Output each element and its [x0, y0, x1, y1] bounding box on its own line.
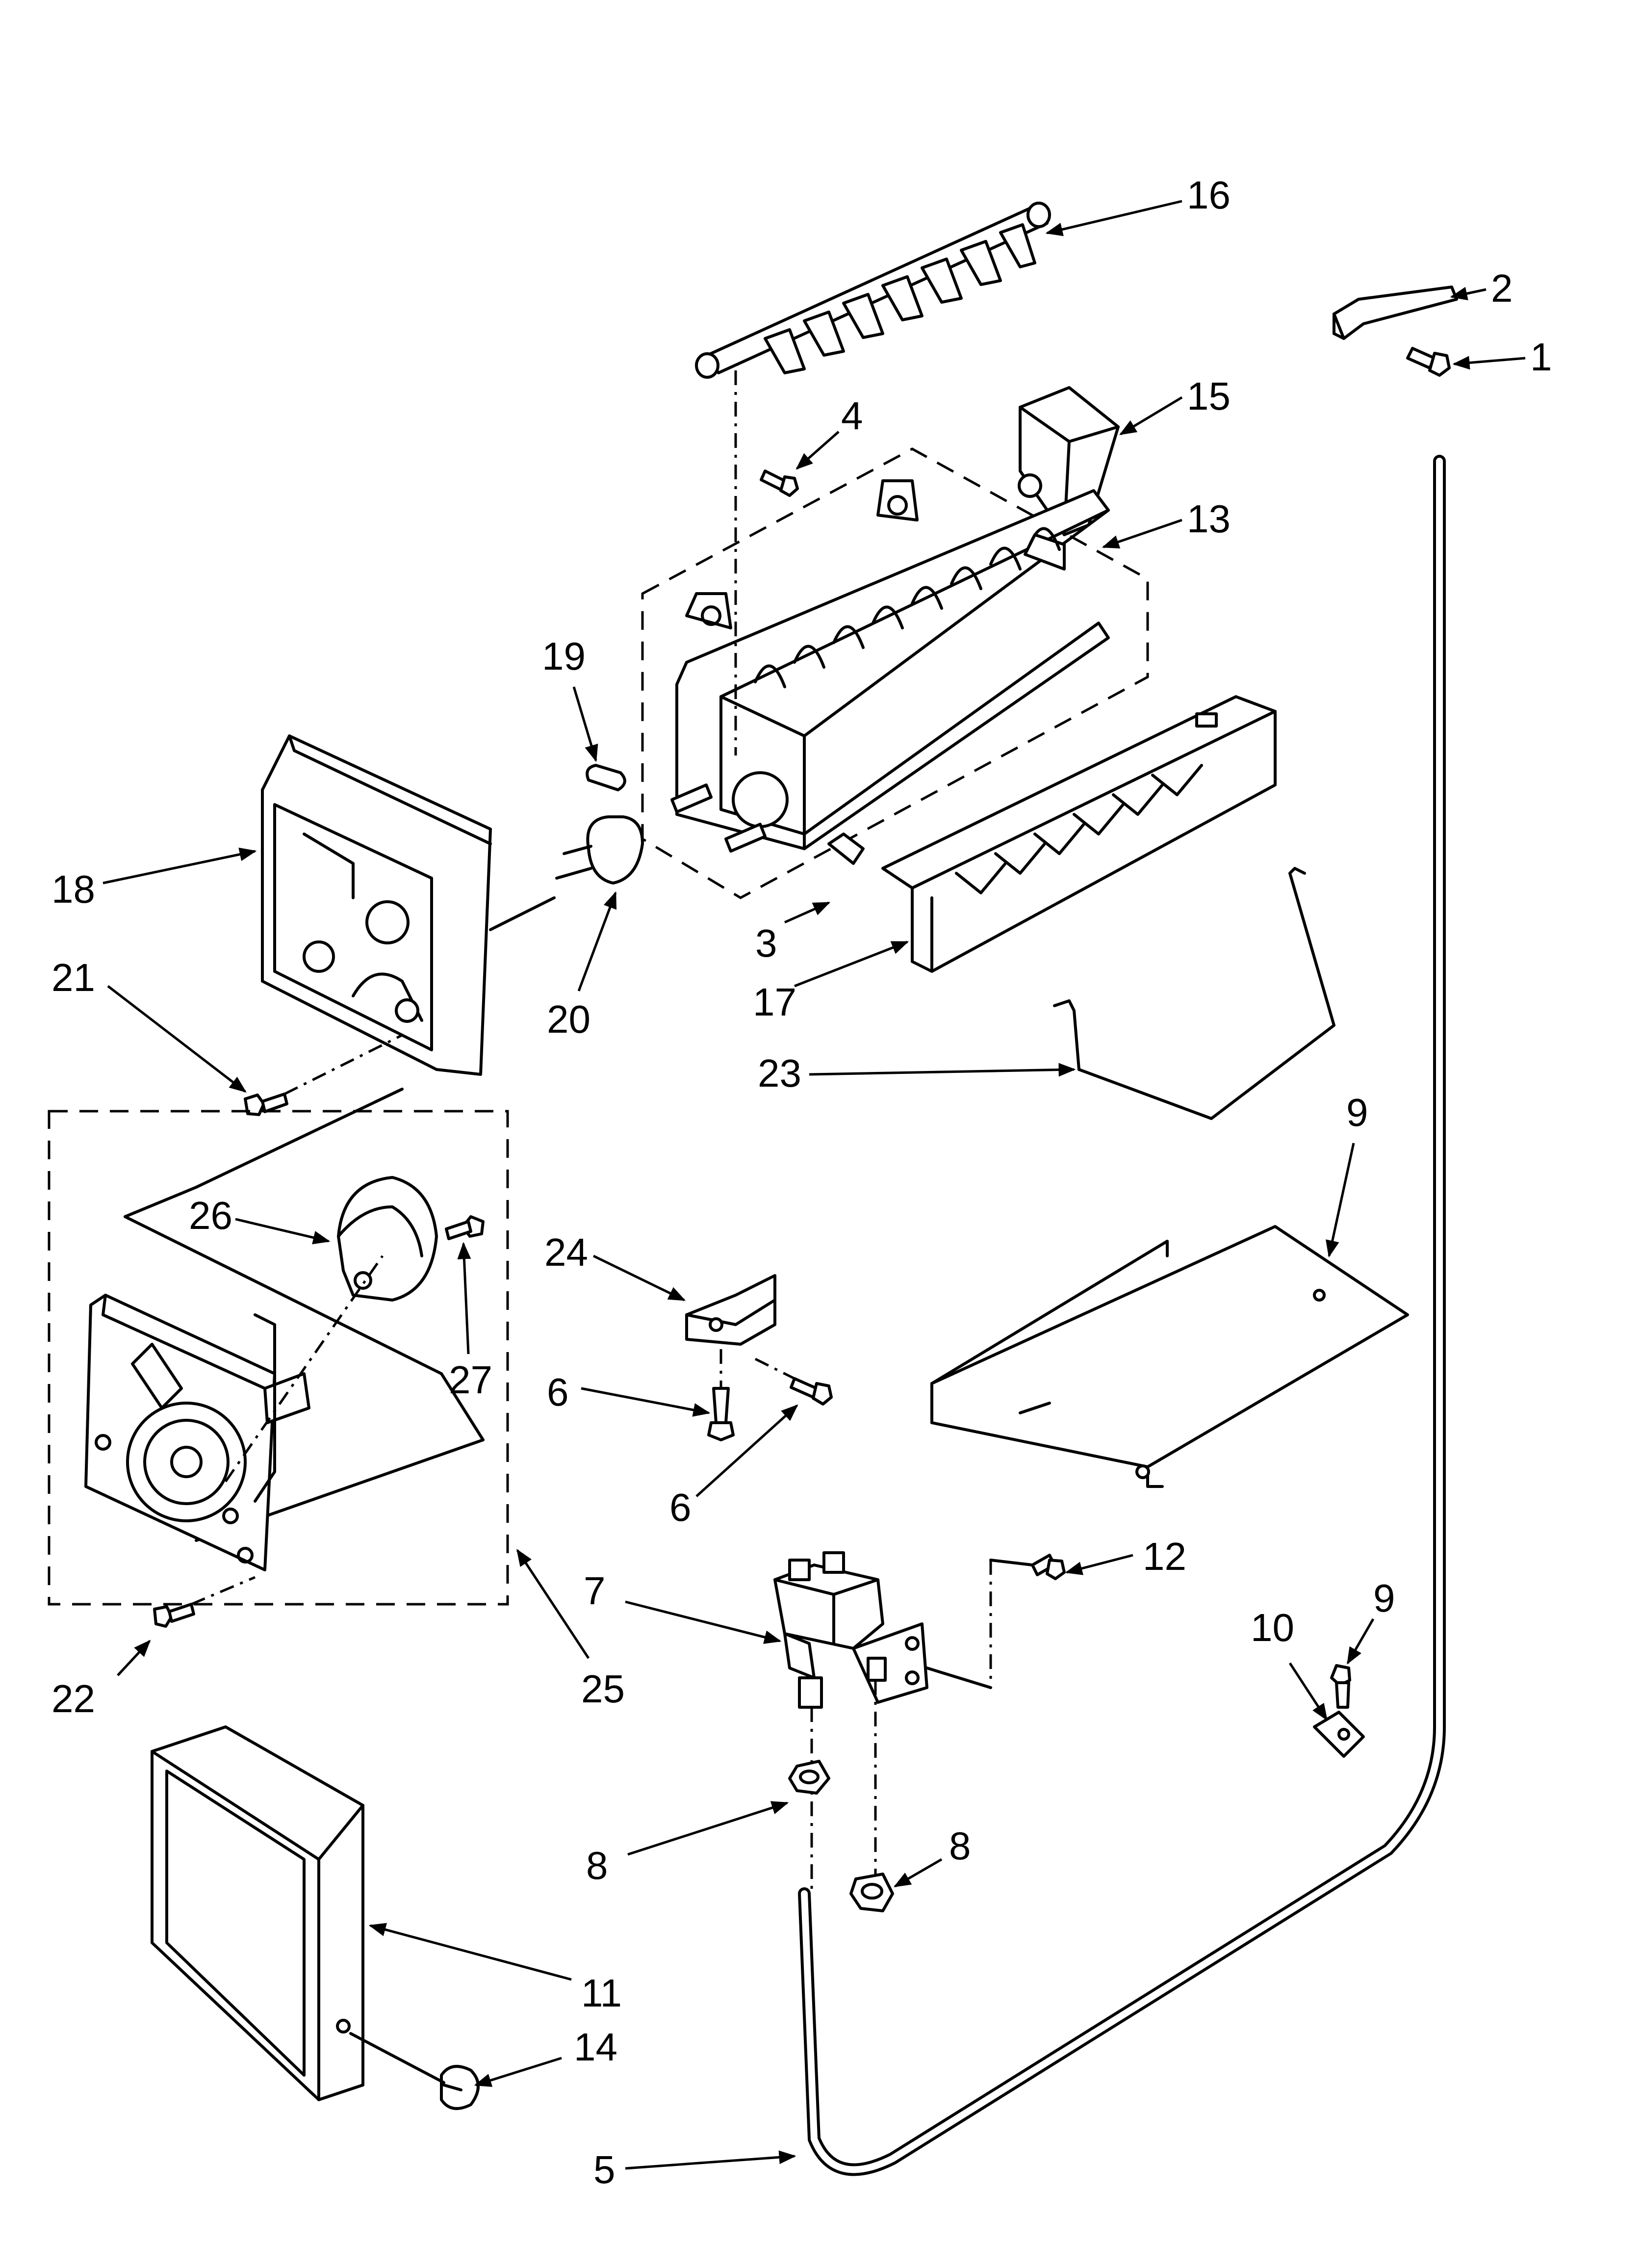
screw-6a-part — [707, 1387, 735, 1441]
drive-link-line-upper — [195, 1088, 404, 1189]
screw-1-part — [1406, 347, 1451, 377]
leader-lines — [103, 200, 1526, 2170]
mold-cover-17-part — [881, 695, 1277, 973]
callout-4: 4 — [841, 394, 863, 438]
screw-21-alignment — [283, 1034, 403, 1095]
drive-module-part — [84, 1294, 310, 1571]
callout-15: 15 — [1187, 374, 1231, 418]
callout-21: 21 — [51, 956, 95, 999]
clamp-10-part — [1313, 1711, 1365, 1758]
callout-13: 13 — [1187, 497, 1231, 541]
screw-9-part — [1330, 1664, 1351, 1709]
callout-9-screw: 9 — [1373, 1576, 1395, 1620]
callout-18: 18 — [51, 867, 95, 911]
callout-20: 20 — [547, 997, 590, 1041]
screw-27-part — [445, 1215, 485, 1240]
callout-6-lower: 6 — [669, 1486, 692, 1529]
ice-mold-part — [641, 447, 1149, 899]
callout-7: 7 — [584, 1569, 606, 1613]
callout-24: 24 — [544, 1230, 588, 1274]
drive-link-line-side — [440, 1372, 485, 1441]
callout-labels: 16 2 1 15 4 13 19 18 3 17 20 21 23 9 26 … — [51, 173, 1552, 2191]
nut-8b-part — [849, 1873, 894, 1912]
callout-11: 11 — [581, 1971, 622, 2015]
ejector-arm-part — [695, 202, 1051, 379]
callout-17: 17 — [753, 980, 796, 1024]
bracket-part — [1333, 286, 1458, 340]
water-tube-part — [798, 455, 1446, 2176]
callout-1: 1 — [1530, 335, 1552, 379]
plug-14-link — [349, 2032, 445, 2084]
water-valve-part — [773, 1551, 928, 1709]
plug-14-part — [440, 2065, 480, 2110]
screw-4-part — [760, 469, 799, 497]
callout-19: 19 — [542, 634, 586, 678]
screw-12-link — [989, 1559, 1034, 1566]
housing-link-line — [489, 896, 556, 931]
motor-alignment-line — [224, 1255, 384, 1483]
shutoff-arm-part — [1053, 867, 1335, 1120]
screw-12-part — [1031, 1554, 1066, 1580]
callout-8-right: 8 — [949, 1824, 971, 1868]
shelf-bracket-part — [930, 1225, 1409, 1488]
callout-22: 22 — [51, 1677, 95, 1721]
screw-22-part — [153, 1603, 195, 1628]
valve-bracket-line — [925, 1667, 992, 1689]
motor-26-part — [337, 1176, 438, 1302]
screw-22-alignment — [191, 1576, 256, 1606]
callout-2: 2 — [1491, 266, 1513, 310]
callout-9-shelf: 9 — [1346, 1091, 1368, 1134]
callout-6-upper: 6 — [547, 1370, 569, 1414]
drive-link-line-mid — [124, 1215, 443, 1375]
bracket-24-part — [685, 1274, 776, 1346]
clip-3-part — [827, 833, 865, 865]
nut-8a-part — [788, 1760, 830, 1795]
callout-27: 27 — [449, 1358, 492, 1402]
screw-6b-alignment — [754, 1357, 795, 1380]
callout-3: 3 — [755, 921, 777, 965]
control-housing-part — [261, 734, 492, 1076]
callout-12: 12 — [1143, 1535, 1186, 1578]
screw-6b-part — [790, 1377, 833, 1406]
callout-14: 14 — [574, 2025, 617, 2069]
thermostat-20-part — [555, 815, 644, 885]
screw-21-part — [244, 1093, 288, 1116]
callout-16: 16 — [1187, 173, 1231, 217]
callout-25: 25 — [581, 1667, 625, 1711]
callout-5: 5 — [593, 2148, 616, 2191]
callout-10: 10 — [1251, 1606, 1294, 1649]
callout-8-left: 8 — [586, 1844, 608, 1887]
cover-11-part — [151, 1725, 364, 2101]
clip-19-part — [586, 764, 626, 791]
callout-26: 26 — [189, 1194, 232, 1237]
callout-23: 23 — [758, 1051, 801, 1095]
drive-link-line-top — [124, 1186, 198, 1218]
